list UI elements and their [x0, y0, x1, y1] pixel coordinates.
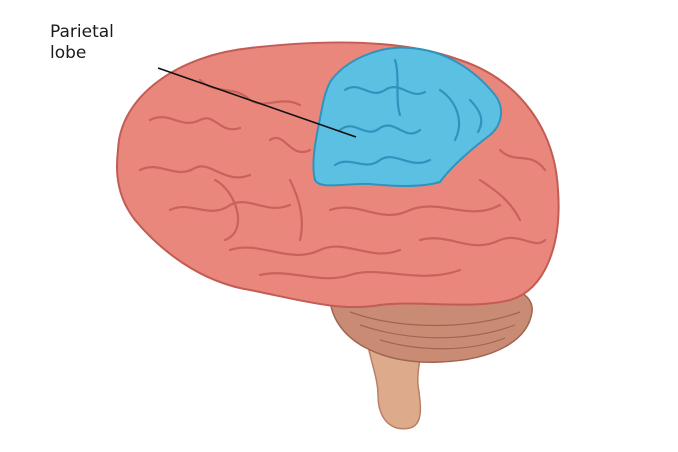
cerebellum-folds — [349, 311, 521, 350]
cerebrum-folds — [138, 78, 547, 280]
parietal-folds — [333, 58, 483, 167]
parietal-lobe-label: Parietal lobe — [50, 22, 114, 64]
label-pointer-line — [157, 67, 357, 138]
label-line-1: Parietal — [50, 22, 114, 42]
parietal-lobe — [312, 46, 502, 187]
label-line-2: lobe — [50, 43, 87, 63]
